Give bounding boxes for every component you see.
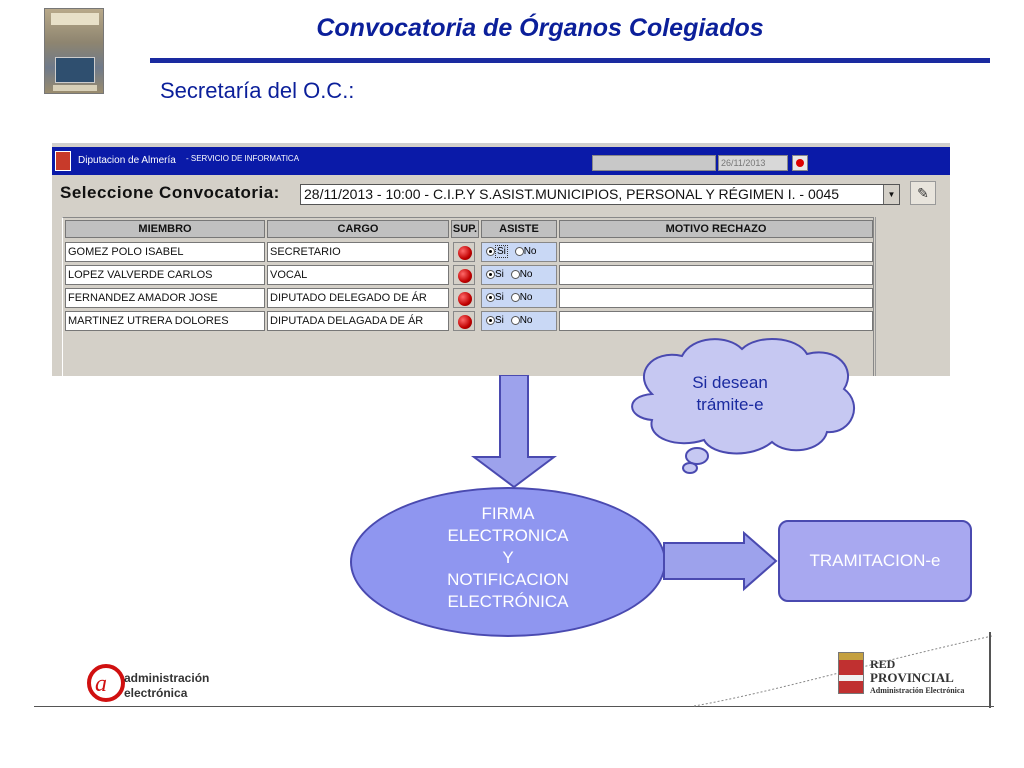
sup-red-button-icon (458, 269, 472, 283)
radio-no[interactable] (510, 292, 520, 302)
cell-motivo[interactable] (559, 265, 873, 285)
column-header-asiste: ASISTE (481, 220, 557, 238)
radio-si[interactable] (486, 292, 495, 302)
cell-cargo[interactable]: SECRETARIO (267, 242, 449, 262)
firma-line: FIRMA (481, 504, 535, 523)
members-grid: MIEMBRO CARGO SUP. ASISTE MOTIVO RECHAZO… (62, 217, 874, 376)
status-record-icon (796, 159, 804, 167)
sup-button[interactable] (453, 311, 475, 331)
radio-no[interactable] (510, 315, 520, 325)
asiste-radio-group: Si No (481, 242, 557, 262)
radio-si-label: Si (495, 245, 508, 258)
service-name: - SERVICIO DE INFORMATICA (186, 154, 300, 163)
firma-line: Y (502, 548, 514, 567)
firma-line: ELECTRONICA (447, 526, 569, 545)
radio-si-label: Si (495, 292, 504, 303)
firma-line: NOTIFICACION (447, 570, 569, 589)
radio-si[interactable] (486, 315, 495, 325)
right-arrow (663, 531, 778, 592)
cell-motivo[interactable] (559, 288, 873, 308)
at-sign-logo-icon: a (87, 664, 125, 702)
coat-of-arms-icon (838, 652, 864, 694)
cell-motivo[interactable] (559, 242, 873, 262)
tramitacion-label: TRAMITACION-e (809, 551, 941, 570)
cell-cargo[interactable]: VOCAL (267, 265, 449, 285)
convocatoria-selected-value: 28/11/2013 - 10:00 - C.I.P.Y S.ASIST.MUN… (304, 186, 840, 202)
sup-red-button-icon (458, 292, 472, 306)
column-header-miembro: MIEMBRO (65, 220, 265, 238)
ae-line1: administración (124, 671, 210, 685)
footer-divider (34, 706, 994, 707)
radio-si[interactable] (486, 246, 495, 256)
cloud-text: Si desean trámite-e (692, 373, 768, 414)
convocatoria-select[interactable]: 28/11/2013 - 10:00 - C.I.P.Y S.ASIST.MUN… (300, 184, 900, 205)
radio-si-label: Si (495, 315, 504, 326)
radio-no-label: No (519, 269, 533, 280)
cell-miembro[interactable]: GOMEZ POLO ISABEL (65, 242, 265, 262)
firma-ellipse (350, 487, 666, 637)
cell-cargo[interactable]: DIPUTADO DELEGADO DE ÁR (267, 288, 449, 308)
sup-red-button-icon (458, 246, 472, 260)
cover-thumbnail-image (44, 8, 104, 94)
slide-subtitle: Secretaría del O.C.: (160, 78, 355, 103)
red-line2: PROVINCIAL (870, 670, 954, 685)
radio-no-label: No (519, 315, 533, 326)
cell-miembro[interactable]: MARTINEZ UTRERA DOLORES (65, 311, 265, 331)
footer-swoosh (694, 632, 992, 708)
red-line3: Administración Electrónica (870, 686, 965, 695)
radio-no[interactable] (514, 246, 524, 256)
cell-motivo[interactable] (559, 311, 873, 331)
sup-button[interactable] (453, 242, 475, 262)
radio-no[interactable] (510, 269, 520, 279)
column-header-cargo: CARGO (267, 220, 449, 238)
open-document-icon[interactable]: ✎ (910, 181, 936, 205)
asiste-radio-group: Si No (481, 311, 557, 331)
grid-side-panel (875, 217, 887, 376)
org-name: Diputacion de Almería (78, 155, 176, 166)
sup-button[interactable] (453, 265, 475, 285)
slide-title: Convocatoria de Órganos Colegiados (316, 14, 764, 42)
app-titlebar: Diputacion de Almería - SERVICIO DE INFO… (52, 147, 950, 175)
svg-text:a: a (95, 671, 107, 697)
red-line1: RED (870, 657, 896, 671)
firma-text: FIRMA ELECTRONICA Y NOTIFICACION ELECTRÓ… (350, 503, 666, 613)
radio-si[interactable] (486, 269, 495, 279)
tramitacion-box (778, 520, 972, 602)
column-header-motivo: MOTIVO RECHAZO (559, 220, 873, 238)
cell-miembro[interactable]: FERNANDEZ AMADOR JOSE (65, 288, 265, 308)
cell-cargo[interactable]: DIPUTADA DELAGADA DE ÁR (267, 311, 449, 331)
dropdown-arrow-icon[interactable]: ▼ (883, 185, 899, 204)
select-convocatoria-label: Seleccione Convocatoria: (60, 183, 280, 202)
status-button[interactable] (792, 155, 808, 171)
firma-line: ELECTRÓNICA (447, 592, 569, 611)
header-date: 26/11/2013 (718, 155, 788, 171)
thought-cloud (631, 338, 855, 474)
sup-button[interactable] (453, 288, 475, 308)
title-divider (150, 58, 990, 63)
asiste-radio-group: Si No (481, 288, 557, 308)
cell-miembro[interactable]: LOPEZ VALVERDE CARLOS (65, 265, 265, 285)
radio-no-label: No (523, 246, 537, 257)
radio-no-label: No (519, 292, 533, 303)
radio-si-label: Si (495, 269, 504, 280)
column-header-sup: SUP. (451, 220, 479, 238)
asiste-radio-group: Si No (481, 265, 557, 285)
app-window: Diputacion de Almería - SERVICIO DE INFO… (52, 143, 950, 376)
app-logo-icon (55, 151, 71, 171)
ae-line2: electrónica (124, 686, 188, 700)
down-arrow (471, 375, 557, 489)
sup-red-button-icon (458, 315, 472, 329)
user-field (592, 155, 716, 171)
